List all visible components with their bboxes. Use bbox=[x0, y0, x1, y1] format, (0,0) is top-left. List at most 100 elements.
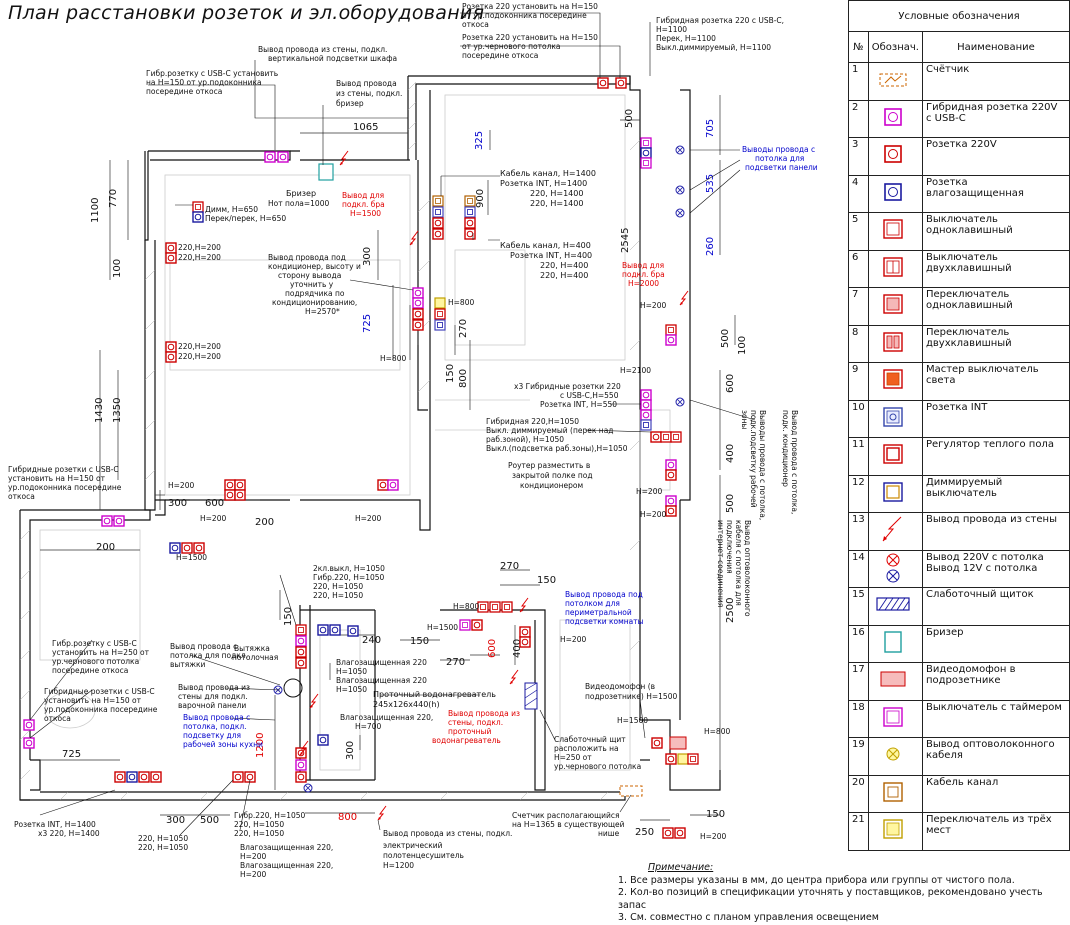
legend-row-number: 12 bbox=[848, 474, 869, 513]
svg-text:Розетка INT, Н=400: Розетка INT, Н=400 bbox=[510, 251, 592, 260]
svg-text:Н=2100: Н=2100 bbox=[620, 366, 651, 375]
three-way-switch-icon bbox=[867, 812, 923, 851]
double-changeover-icon bbox=[867, 324, 923, 363]
svg-text:220,Н=200: 220,Н=200 bbox=[178, 342, 221, 351]
svg-text:1100: 1100 bbox=[90, 198, 101, 223]
svg-text:1350: 1350 bbox=[112, 398, 123, 423]
legend-row-number: 10 bbox=[848, 399, 869, 438]
svg-text:Влагозащищенная 220,: Влагозащищенная 220, bbox=[340, 713, 433, 722]
svg-text:Вывод провода из: Вывод провода из bbox=[448, 709, 520, 718]
svg-text:стены, подкл.: стены, подкл. bbox=[448, 718, 503, 727]
svg-text:Кабель канал, Н=400: Кабель канал, Н=400 bbox=[500, 241, 591, 250]
svg-text:Гибр.220, Н=1050: Гибр.220, Н=1050 bbox=[313, 573, 385, 582]
legend-table: Условные обозначения № Обознач. Наименов… bbox=[848, 0, 1070, 851]
svg-text:потолочная: потолочная bbox=[232, 653, 278, 662]
svg-text:220,Н=200: 220,Н=200 bbox=[178, 352, 221, 361]
svg-text:Влагозащищенная 220: Влагозащищенная 220 bbox=[336, 676, 427, 685]
svg-text:кабеля с потолка для: кабеля с потолка для bbox=[734, 520, 743, 606]
svg-text:подсветку для: подсветку для bbox=[183, 731, 241, 740]
svg-text:Н=200: Н=200 bbox=[636, 487, 662, 496]
svg-text:посередине откоса: посередине откоса bbox=[52, 666, 128, 675]
legend-col-sym: Обознач. bbox=[867, 31, 923, 63]
svg-text:200: 200 bbox=[96, 542, 115, 553]
svg-text:водонагреватель: водонагреватель bbox=[432, 736, 501, 745]
svg-text:Н=1500: Н=1500 bbox=[350, 209, 381, 218]
svg-text:300: 300 bbox=[345, 741, 356, 760]
svg-text:240: 240 bbox=[362, 635, 381, 646]
svg-text:Н=1200: Н=1200 bbox=[383, 861, 414, 870]
legend-row-name: Бризер bbox=[921, 624, 1070, 663]
svg-text:1200: 1200 bbox=[255, 733, 266, 758]
svg-text:150: 150 bbox=[445, 364, 456, 383]
svg-text:на Н=1365 в существующей: на Н=1365 в существующей bbox=[512, 820, 625, 829]
svg-text:Розетка 220 установить на Н=15: Розетка 220 установить на Н=150 bbox=[462, 2, 598, 11]
svg-text:220, Н=1050: 220, Н=1050 bbox=[234, 829, 284, 838]
legend-row-name: Диммируемый выключатель bbox=[921, 474, 1070, 513]
svg-text:Н=200: Н=200 bbox=[200, 514, 226, 523]
svg-text:Н=800: Н=800 bbox=[380, 354, 406, 363]
svg-text:Н=1500: Н=1500 bbox=[176, 553, 207, 562]
svg-text:ур.чернового потолка: ур.чернового потолка bbox=[554, 762, 641, 771]
svg-text:Н=1050: Н=1050 bbox=[336, 685, 367, 694]
furniture bbox=[39, 94, 671, 771]
legend-row-name: Регулятор теплого пола bbox=[921, 437, 1070, 476]
leader-lines bbox=[29, 12, 756, 836]
svg-text:Влагозащищенная 220,: Влагозащищенная 220, bbox=[240, 843, 333, 852]
svg-text:посередине откоса: посередине откоса bbox=[462, 51, 538, 60]
svg-text:325: 325 bbox=[474, 131, 485, 150]
legend-row-number: 15 bbox=[848, 587, 869, 626]
legend-row-name: Гибридная розетка 220V с USB-C bbox=[921, 99, 1070, 138]
page-title: План расстановки розеток и эл.оборудован… bbox=[8, 2, 485, 24]
note-line-2: 2. Кол-во позиций в спецификации уточнят… bbox=[618, 887, 1043, 911]
svg-text:400: 400 bbox=[725, 444, 736, 463]
svg-text:установить на Н=150 от: установить на Н=150 от bbox=[44, 696, 142, 705]
svg-text:кондиционером: кондиционером bbox=[520, 481, 583, 490]
svg-text:ур.подоконника посередине: ур.подоконника посередине bbox=[44, 705, 158, 714]
svg-text:Н=200: Н=200 bbox=[168, 481, 194, 490]
svg-text:Вывод для: Вывод для bbox=[342, 191, 384, 200]
svg-text:Вывод провода из стены, подкл.: Вывод провода из стены, подкл. bbox=[383, 829, 512, 838]
svg-text:подрядчика по: подрядчика по bbox=[285, 289, 345, 298]
svg-text:2кл.выкл, Н=1050: 2кл.выкл, Н=1050 bbox=[313, 564, 385, 573]
svg-text:х3 Гибридные розетки 220: х3 Гибридные розетки 220 bbox=[514, 382, 621, 391]
breezer-icon bbox=[867, 624, 923, 663]
svg-text:Н=200: Н=200 bbox=[240, 852, 266, 861]
svg-text:220, Н=400: 220, Н=400 bbox=[540, 261, 588, 270]
svg-text:100: 100 bbox=[112, 259, 123, 278]
waterproof-socket-icon bbox=[867, 174, 923, 213]
svg-text:Н=200: Н=200 bbox=[700, 832, 726, 841]
svg-text:из стены, подкл.: из стены, подкл. bbox=[336, 89, 402, 98]
svg-text:220, Н=1400: 220, Н=1400 bbox=[530, 189, 583, 198]
svg-text:Нот пола=1000: Нот пола=1000 bbox=[268, 199, 329, 208]
svg-text:Роутер разместить в: Роутер разместить в bbox=[508, 461, 590, 470]
svg-text:Н=200: Н=200 bbox=[240, 870, 266, 879]
svg-text:установить на Н=250 от: установить на Н=250 от bbox=[52, 648, 150, 657]
svg-text:на Н=150 от ур.подоконника: на Н=150 от ур.подоконника bbox=[146, 78, 262, 87]
svg-text:200: 200 bbox=[255, 517, 274, 528]
dimmer-icon bbox=[867, 474, 923, 513]
svg-text:770: 770 bbox=[108, 189, 119, 208]
legend-row-number: 8 bbox=[848, 324, 869, 363]
svg-text:220, Н=1400: 220, Н=1400 bbox=[530, 199, 583, 208]
svg-text:Выводы провода с: Выводы провода с bbox=[742, 145, 815, 154]
svg-text:потолка для: потолка для bbox=[755, 154, 804, 163]
svg-text:подкл. бра: подкл. бра bbox=[342, 200, 385, 209]
svg-text:220,Н=200: 220,Н=200 bbox=[178, 253, 221, 262]
svg-text:потолка для подкл.: потолка для подкл. bbox=[170, 651, 248, 660]
legend-row-name: Счётчик bbox=[921, 62, 1070, 101]
svg-text:Н=200: Н=200 bbox=[560, 635, 586, 644]
single-switch-icon bbox=[867, 212, 923, 251]
svg-text:Влагозащищенная 220,: Влагозащищенная 220, bbox=[240, 861, 333, 870]
svg-text:1065: 1065 bbox=[353, 122, 378, 133]
svg-text:Н=200: Н=200 bbox=[355, 514, 381, 523]
svg-text:Гибр.220, Н=1050: Гибр.220, Н=1050 bbox=[234, 811, 306, 820]
lowcurrent-panel-icon bbox=[867, 587, 923, 626]
